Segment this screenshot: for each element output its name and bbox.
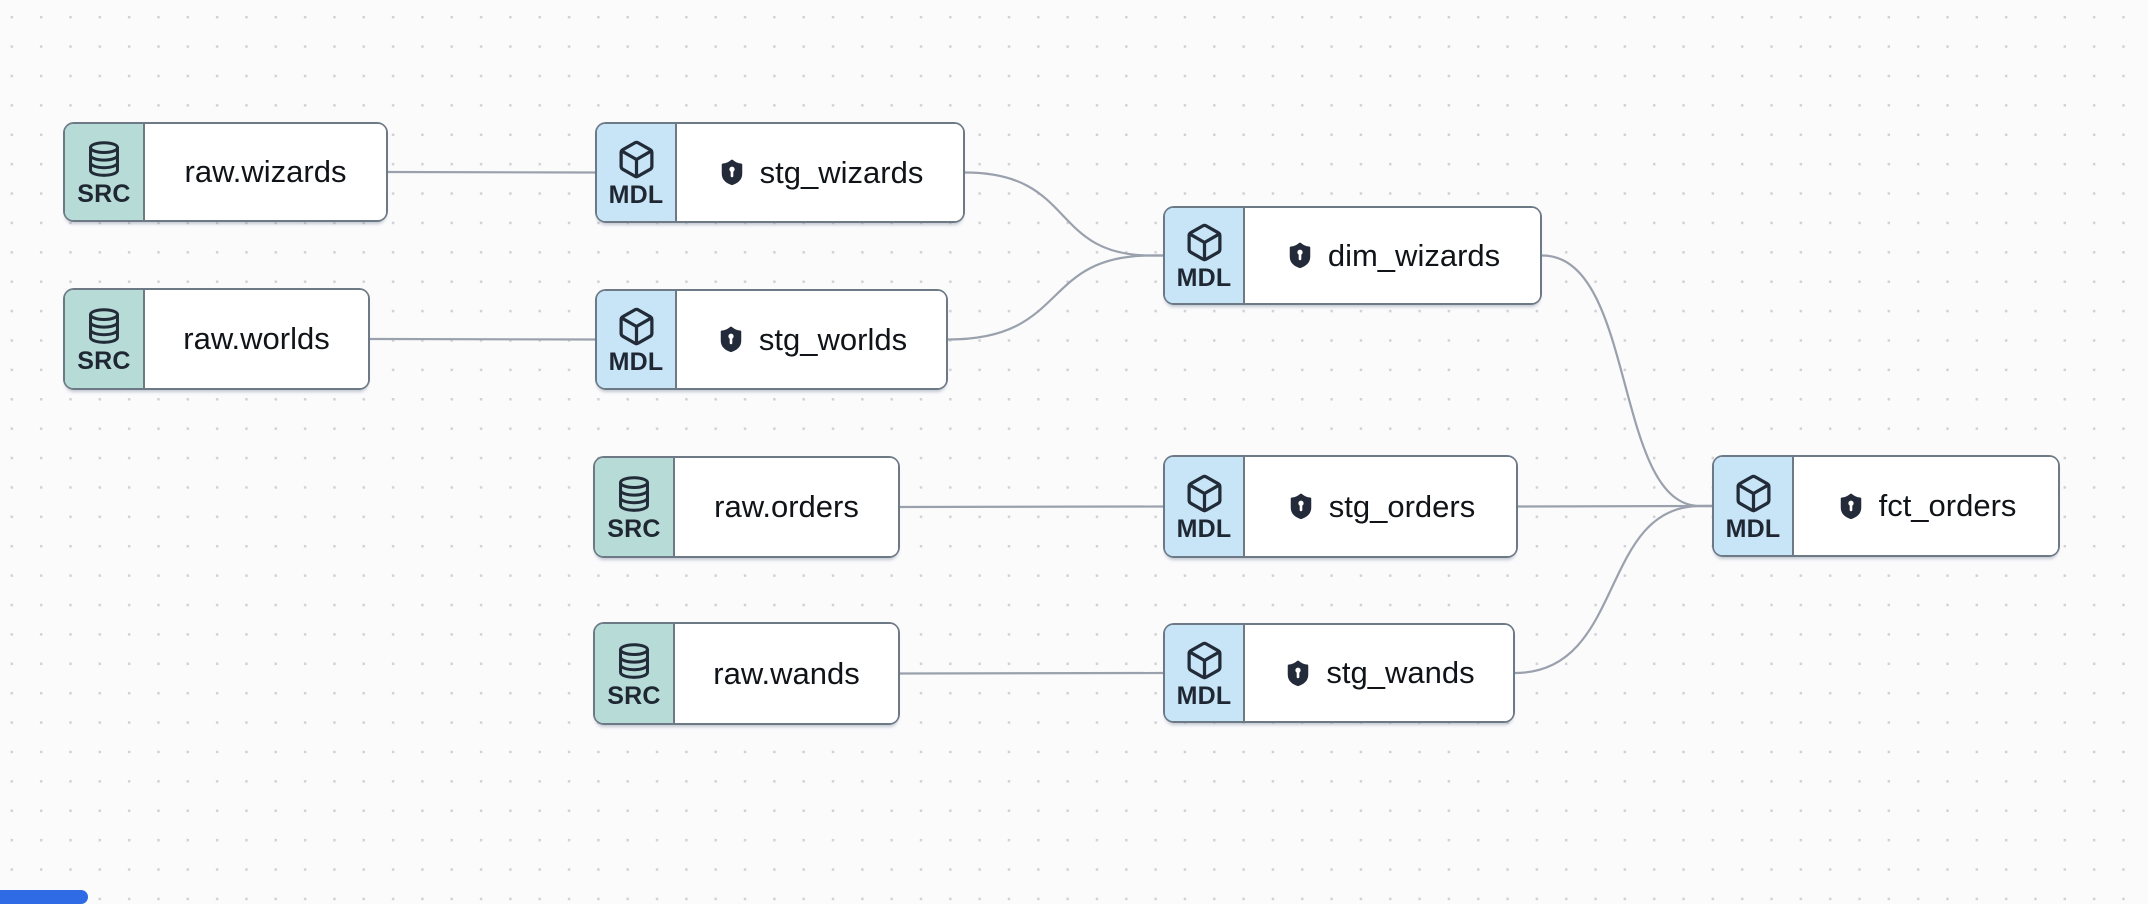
node-type-badge: MDL — [1165, 625, 1245, 721]
node-body: stg_wands — [1245, 625, 1513, 721]
node-label: raw.worlds — [183, 321, 330, 356]
node-label: raw.wands — [713, 655, 860, 691]
node-label: raw.wizards — [184, 154, 347, 189]
node-body: raw.orders — [675, 458, 898, 556]
node-stg_wands[interactable]: MDL stg_wands — [1163, 623, 1515, 723]
shield-lock-icon — [721, 159, 742, 186]
node-type-label: MDL — [608, 181, 664, 210]
node-stg_wizards[interactable]: MDL stg_wizards — [595, 122, 965, 223]
node-type-badge: SRC — [595, 624, 675, 723]
node-type-label: SRC — [607, 515, 661, 544]
edge-raw.wands-to-stg_wands — [899, 671, 1164, 675]
node-label: stg_worlds — [758, 321, 908, 357]
node-body: raw.wizards — [145, 124, 386, 220]
node-stg_worlds[interactable]: MDL stg_worlds — [595, 289, 948, 390]
node-type-label: MDL — [1725, 514, 1781, 543]
node-body: fct_orders — [1794, 457, 2058, 555]
shield-lock-icon — [1840, 493, 1861, 519]
node-body: stg_wizards — [677, 124, 963, 221]
node-type-badge: SRC — [595, 458, 675, 556]
box-icon — [1187, 224, 1221, 262]
node-type-label: MDL — [608, 348, 664, 377]
database-icon — [619, 476, 649, 513]
node-label: stg_orders — [1328, 488, 1476, 524]
node-type-label: SRC — [77, 347, 131, 376]
database-icon — [89, 308, 119, 345]
node-raw.wands[interactable]: SRC raw.wands — [593, 622, 900, 725]
node-body: stg_worlds — [677, 291, 946, 388]
box-icon — [1187, 641, 1221, 679]
edge-stg_wands-to-fct_orders — [1514, 504, 1712, 675]
database-icon — [89, 141, 119, 178]
node-type-badge: MDL — [597, 291, 677, 388]
node-type-badge: SRC — [65, 290, 145, 388]
node-type-label: SRC — [77, 180, 131, 209]
edge-stg_wizards-to-dim_wizards — [964, 171, 1163, 257]
box-icon — [1736, 474, 1770, 512]
node-type-label: SRC — [607, 681, 661, 710]
node-type-label: MDL — [1176, 515, 1232, 544]
edge-raw.orders-to-stg_orders — [899, 505, 1164, 509]
node-label: dim_wizards — [1327, 237, 1501, 273]
node-raw.wizards[interactable]: SRC raw.wizards — [63, 122, 388, 222]
node-label: raw.orders — [714, 489, 859, 524]
shield-lock-icon — [1288, 660, 1309, 686]
shield-lock-icon — [1290, 493, 1312, 520]
node-type-label: MDL — [1176, 264, 1232, 293]
node-label: stg_wands — [1326, 655, 1475, 690]
node-type-badge: MDL — [1714, 457, 1794, 555]
node-stg_orders[interactable]: MDL stg_orders — [1163, 455, 1518, 558]
node-label: fct_orders — [1878, 488, 2017, 523]
edge-raw.worlds-to-stg_worlds — [369, 337, 596, 341]
node-body: raw.worlds — [145, 290, 368, 388]
node-fct_orders[interactable]: MDL fct_orders — [1712, 455, 2060, 557]
node-raw.worlds[interactable]: SRC raw.worlds — [63, 288, 370, 390]
node-type-label: MDL — [1176, 681, 1232, 710]
node-label: stg_wizards — [759, 154, 924, 190]
node-dim_wizards[interactable]: MDL dim_wizards — [1163, 206, 1542, 305]
node-type-badge: SRC — [65, 124, 145, 220]
box-icon — [619, 141, 653, 179]
node-body: stg_orders — [1245, 457, 1516, 556]
shield-lock-icon — [1289, 242, 1311, 269]
node-type-badge: MDL — [597, 124, 677, 221]
node-type-badge: MDL — [1165, 457, 1245, 556]
database-icon — [619, 642, 649, 679]
edge-stg_orders-to-fct_orders — [1517, 504, 1713, 508]
node-type-badge: MDL — [1165, 208, 1245, 303]
edge-dim_wizards-to-fct_orders — [1541, 254, 1712, 508]
node-body: dim_wizards — [1245, 208, 1540, 303]
box-icon — [1187, 475, 1221, 513]
horizontal-scrollbar-thumb[interactable] — [0, 890, 88, 904]
node-raw.orders[interactable]: SRC raw.orders — [593, 456, 900, 558]
node-body: raw.wands — [675, 624, 898, 723]
edge-raw.wizards-to-stg_wizards — [387, 170, 596, 174]
edge-stg_worlds-to-dim_wizards — [947, 254, 1163, 341]
shield-lock-icon — [720, 326, 742, 353]
box-icon — [619, 308, 653, 346]
